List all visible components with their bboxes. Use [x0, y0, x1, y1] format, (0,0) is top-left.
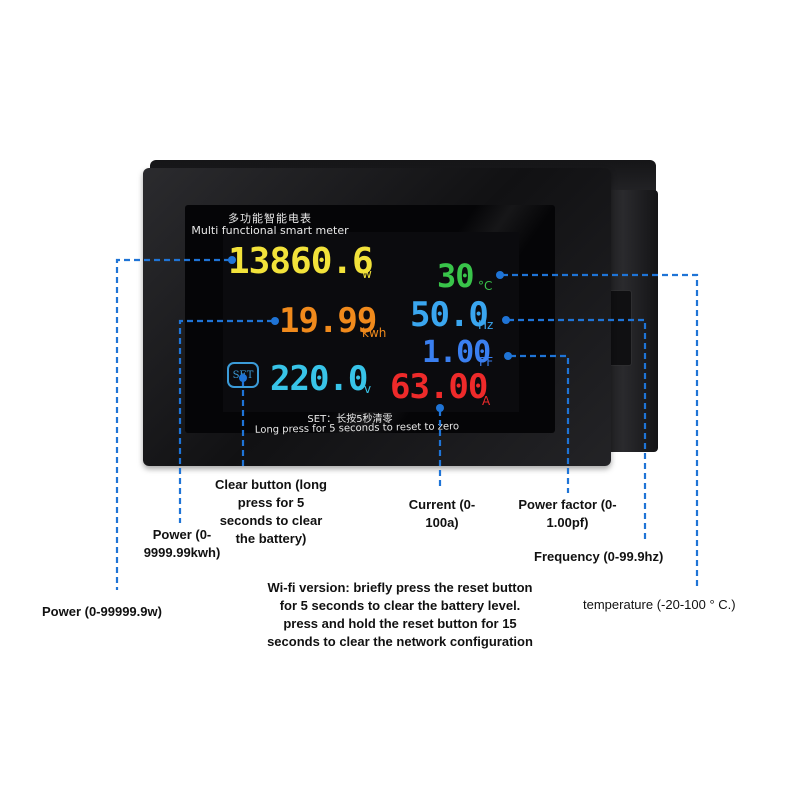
meter-title-english: Multi functional smart meter — [191, 224, 349, 237]
anchor-temperature — [496, 271, 504, 279]
anchor-clear-button — [239, 374, 247, 382]
leader-power-w — [115, 258, 230, 590]
anchor-current — [436, 404, 444, 412]
energy-unit: kwh — [362, 326, 387, 340]
power-factor-unit: PF — [479, 355, 494, 369]
anchor-frequency — [502, 316, 510, 324]
current-reading: 63.00 — [390, 367, 488, 407]
leader-power-kwh — [178, 319, 273, 523]
callout-temperature-text: temperature (-20-100 ° C.) — [583, 597, 736, 612]
callout-wifi-line1: Wi-fi version: briefly press the reset b… — [267, 580, 533, 595]
power-factor-reading: 1.00 — [422, 335, 491, 370]
power-reading: 13860.6 — [228, 241, 374, 282]
anchor-power-w — [228, 256, 236, 264]
callout-pf-line2: 1.00pf) — [546, 515, 589, 530]
callout-clear-button: Clear button (long press for 5 seconds t… — [196, 476, 346, 548]
callout-clear-line1: Clear button (long — [215, 477, 327, 492]
callout-clear-line2: press for 5 — [237, 495, 305, 510]
callout-clear-line4: the battery) — [235, 531, 307, 546]
callout-power-factor: Power factor (0- 1.00pf) — [500, 496, 635, 532]
set-hint-chinese: SET：长按5秒清零 — [307, 414, 393, 425]
power-unit: w — [362, 267, 372, 281]
callout-wifi-line4: seconds to clear the network configurati… — [267, 634, 533, 649]
callout-power-kwh-line2: 9999.99kwh) — [143, 545, 221, 560]
callout-wifi-line2: for 5 seconds to clear the battery level… — [279, 598, 521, 613]
callout-current-line2: 100a) — [425, 515, 459, 530]
callout-power-kwh: Power (0- 9999.99kwh) — [118, 526, 246, 562]
leader-temperature — [502, 273, 699, 590]
voltage-reading: 220.0 — [270, 359, 368, 399]
callout-power-kwh-line1: Power (0- — [152, 527, 212, 542]
meter-title-chinese: 多功能智能电表 — [228, 212, 312, 225]
callout-pf-line1: Power factor (0- — [518, 497, 617, 512]
anchor-power-kwh — [271, 317, 279, 325]
temperature-reading: 30 — [437, 257, 475, 295]
callout-current: Current (0- 100a) — [392, 496, 492, 532]
energy-reading: 19.99 — [279, 301, 377, 341]
callout-frequency-text: Frequency (0-99.9hz) — [534, 549, 664, 564]
callout-temperature: temperature (-20-100 ° C.) — [583, 596, 736, 614]
callout-wifi-version: Wi-fi version: briefly press the reset b… — [230, 579, 570, 651]
anchor-power-factor — [504, 352, 512, 360]
temperature-unit: °C — [478, 279, 493, 293]
current-unit: A — [482, 394, 491, 408]
callout-current-line1: Current (0- — [408, 497, 476, 512]
frequency-unit: Hz — [478, 318, 494, 332]
callout-power-w: Power (0-99999.9w) — [42, 603, 162, 621]
leader-power-factor — [510, 354, 570, 493]
frequency-reading: 50.0 — [410, 295, 489, 335]
callout-wifi-line3: press and hold the reset button for 15 — [283, 616, 517, 631]
leader-frequency — [508, 318, 647, 540]
callout-clear-line3: seconds to clear — [219, 513, 323, 528]
voltage-unit: v — [364, 382, 372, 396]
callout-frequency: Frequency (0-99.9hz) — [534, 548, 663, 566]
callout-power-w-text: Power (0-99999.9w) — [42, 604, 162, 619]
